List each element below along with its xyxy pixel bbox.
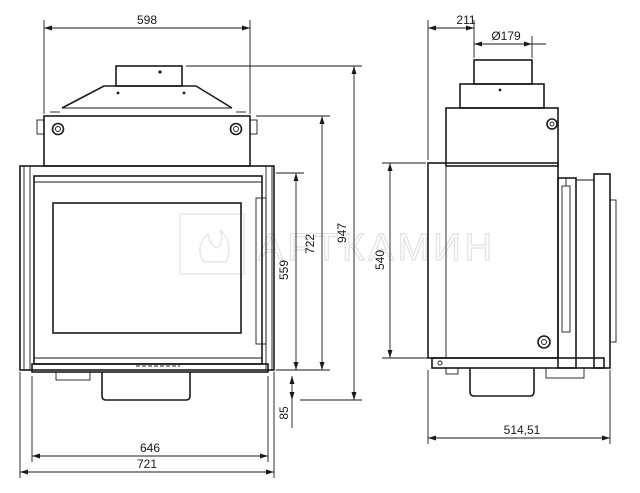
side-handle <box>609 199 617 343</box>
watermark: АРТКАМИН <box>179 213 496 275</box>
dim-front-bottom-offset: 85 <box>277 406 291 420</box>
dim-side-height: 540 <box>373 250 387 270</box>
front-door-glass <box>52 202 242 334</box>
door-handle <box>255 197 267 345</box>
dim-front-door-height: 559 <box>277 260 291 280</box>
bolt-left <box>51 122 65 136</box>
side-view <box>427 59 617 397</box>
front-flue-collar <box>115 65 183 87</box>
bolt-right <box>229 122 243 136</box>
collar-screw <box>158 70 162 74</box>
front-door <box>33 175 263 365</box>
side-flue-collar <box>459 83 545 109</box>
side-front-frame <box>557 177 577 369</box>
front-air-intake <box>101 372 191 401</box>
side-base-plate <box>431 357 605 369</box>
dim-side-collar-offset: 211 <box>456 13 475 27</box>
side-door-panel <box>593 173 611 369</box>
front-view <box>19 65 275 401</box>
dim-side-depth: 514,51 <box>504 423 541 437</box>
dim-front-inner-width: 646 <box>140 441 160 455</box>
dim-side-flue-diameter: Ø179 <box>491 29 521 43</box>
side-air-intake <box>469 368 535 397</box>
side-bolt <box>537 335 551 349</box>
watermark-logo-box <box>179 213 245 275</box>
front-hood <box>61 85 233 109</box>
dim-front-body-height: 722 <box>303 234 317 254</box>
front-convection-box <box>43 115 251 167</box>
front-firebox-frame <box>19 165 275 371</box>
side-flue-pipe <box>473 59 533 85</box>
side-upper-body <box>445 107 559 167</box>
dim-front-total-height: 947 <box>335 223 349 243</box>
dim-front-top-width: 598 <box>137 13 157 27</box>
flame-icon <box>199 229 230 263</box>
dim-front-outer-width: 721 <box>137 457 157 471</box>
watermark-text: АРТКАМИН <box>258 227 496 269</box>
side-dimensions: 211 Ø179 540 514,51 <box>373 13 611 444</box>
front-dimensions: 598 947 722 559 85 646 <box>19 13 362 478</box>
